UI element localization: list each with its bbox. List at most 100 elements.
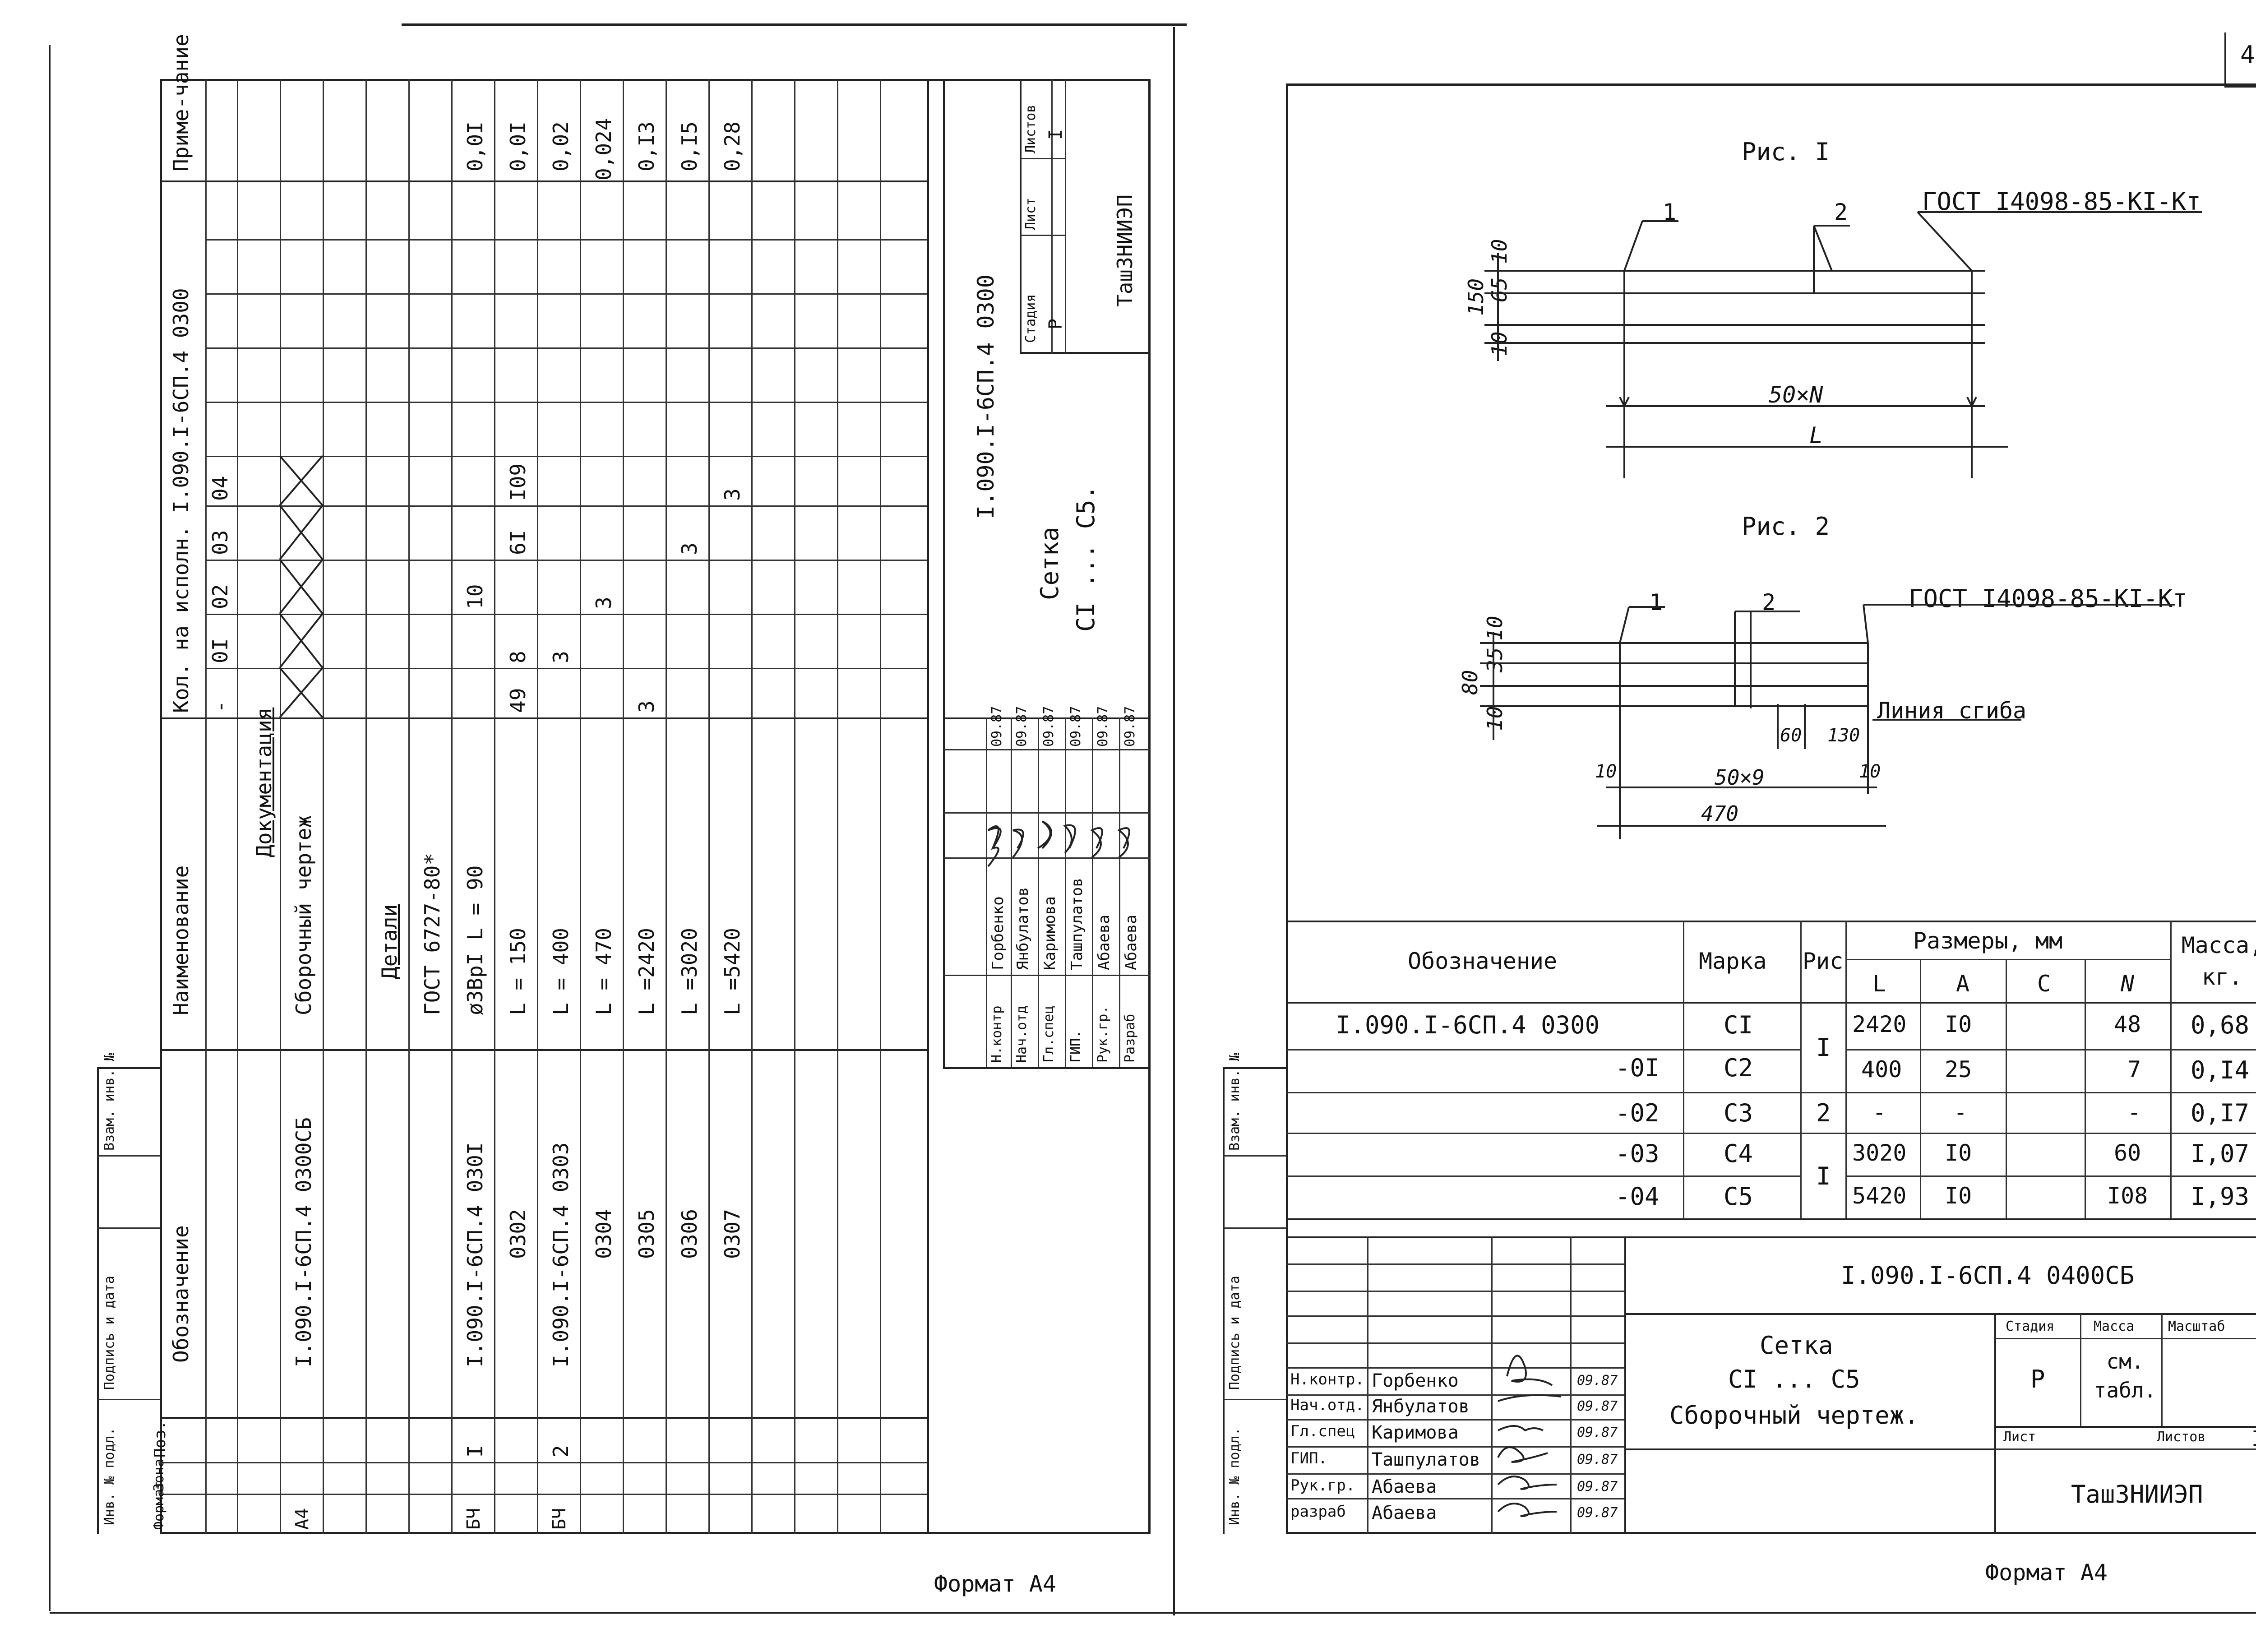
fig1-dim-10b: 10 — [1487, 331, 1512, 356]
row-note: 0,02 — [549, 121, 573, 171]
exec-3: 03 — [208, 530, 232, 555]
row-qty: 6I — [506, 530, 530, 555]
table-header-N: N — [2121, 971, 2135, 997]
right-title-doc: I.090.I-6СП.4 0400СБ — [1841, 1261, 2135, 1290]
signer-date: 09.87 — [989, 706, 1005, 747]
signer-role: Разраб — [1122, 1013, 1138, 1063]
left-stage-label: Стадия — [1023, 294, 1039, 343]
row-note: 0,024 — [592, 118, 616, 180]
right-org: ТашЗНИИЭП — [2071, 1480, 2203, 1509]
row-designation: 0307 — [720, 1209, 744, 1259]
row-format: А4 — [292, 1508, 313, 1530]
row-name: ГОСТ 6727-80* — [420, 852, 444, 1015]
right-mass: см. табл. — [2094, 1349, 2157, 1403]
signer-date: 09.87 — [1068, 706, 1084, 747]
row-designation: 0302 — [506, 1209, 530, 1259]
signer-role: ГИП. — [1290, 1449, 1327, 1467]
table-row-mass: 0,I4 — [2191, 1056, 2250, 1084]
table-header-designation: Обозначение — [1408, 948, 1558, 974]
table-row-mass: I,93 — [2191, 1182, 2250, 1211]
table-row-A: 25 — [1945, 1056, 1972, 1083]
table-row-mark: CI — [1724, 1011, 1753, 1039]
row-note: 0,0I — [506, 121, 530, 171]
table-row-mark: C5 — [1724, 1182, 1753, 1211]
header-note: Приме-чание — [169, 34, 193, 171]
table-row-L: 2420 — [1852, 1011, 1907, 1037]
side-stamp-2: Подпись и дата — [102, 1276, 117, 1390]
fig2-callout-2: 2 — [1762, 589, 1776, 615]
table-row-L: 5420 — [1852, 1183, 1907, 1209]
signer-date: 09.87 — [1577, 1452, 1618, 1467]
fig1-dim-50N: 50×N — [1769, 382, 1823, 408]
table-row-mass: I,07 — [2191, 1139, 2250, 1168]
left-subtitle: CI ... C5. — [1072, 485, 1100, 632]
side-stamp-3: Инв. № подл. — [102, 1427, 117, 1525]
table-row-L: 3020 — [1852, 1140, 1907, 1166]
header-name: Наименование — [169, 865, 193, 1015]
left-format-label: Формат А4 — [934, 1571, 1056, 1597]
signer-name: Абаева — [1122, 915, 1140, 970]
signer-role: разраб — [1290, 1503, 1346, 1521]
table-header-mass: Масса, кг. — [2181, 932, 2256, 990]
row-qty: 3 — [677, 542, 702, 555]
signer-date: 09.87 — [1577, 1425, 1618, 1440]
fig2-dim-80: 80 — [1458, 670, 1482, 695]
row-format: БЧ — [549, 1508, 570, 1530]
table-row-A: I0 — [1945, 1011, 1972, 1037]
left-stage: Р — [1045, 318, 1066, 329]
row-name: L =3020 — [677, 928, 702, 1015]
signer-name: Ташпулатов — [1068, 878, 1086, 970]
right-scale-label: Масштаб — [2168, 1319, 2225, 1334]
signer-name: Ташпулатов — [1372, 1449, 1480, 1470]
row-note: 0,I3 — [634, 121, 659, 171]
signer-name: Каримова — [1372, 1422, 1459, 1443]
table-row-A: I0 — [1945, 1140, 1972, 1166]
fig2-dim-60: 60 — [1780, 725, 1802, 746]
signer-date: 09.87 — [1577, 1479, 1618, 1495]
fig2-callout-1: 1 — [1649, 589, 1663, 615]
table-row-mark: C3 — [1724, 1099, 1753, 1127]
right-desc: Сборочный чертеж. — [1669, 1401, 1919, 1430]
table-row-mark: C2 — [1724, 1054, 1753, 1082]
fig1-dim-L: L — [1809, 422, 1823, 449]
fig1-callout-2: 2 — [1834, 199, 1848, 225]
table-row-A: - — [1954, 1099, 1968, 1125]
table-row-N: 48 — [2114, 1011, 2141, 1037]
signer-role: Нач.отд. — [1290, 1396, 1364, 1414]
table-row-L: - — [1872, 1099, 1886, 1125]
right-sheets: I — [2251, 1428, 2256, 1449]
row-qty: 10 — [463, 584, 487, 609]
table-header-A: A — [1956, 971, 1970, 997]
section-documentation: Документация — [252, 707, 276, 857]
table-row-L: 400 — [1861, 1056, 1902, 1083]
fig1-callout-1: 1 — [1663, 199, 1677, 225]
signer-date: 09.87 — [1014, 706, 1030, 747]
left-title-doc: I.090.I-6СП.4 0300 — [973, 274, 999, 519]
right-format-label: Формат А4 — [1985, 1559, 2108, 1586]
signer-date: 09.87 — [1577, 1505, 1618, 1521]
fig2-dim-10c: 10 — [1595, 761, 1617, 782]
signer-role: Гл.спец — [1290, 1422, 1355, 1440]
signer-name: Янбулатов — [1372, 1396, 1470, 1417]
row-name: L = 470 — [592, 928, 616, 1015]
table-row-designation: -03 — [1615, 1139, 1660, 1168]
fig2-dim-130: 130 — [1827, 725, 1860, 746]
row-designation: I.090.I-6СП.4 030I — [463, 1142, 487, 1368]
row-qty: 49 — [506, 688, 530, 713]
table-row-designation: I.090.I-6СП.4 0300 — [1336, 1011, 1600, 1039]
table-row-designation: -02 — [1615, 1099, 1660, 1127]
side-stamp-1: Взам. инв. № — [1227, 1053, 1243, 1151]
row-qty: 3 — [634, 700, 659, 713]
signer-role: Н.контр — [989, 1005, 1005, 1063]
left-sheets: I — [1045, 129, 1066, 140]
fig1-dim-65: 65 — [1487, 277, 1512, 302]
table-row-mass: 0,68 — [2191, 1011, 2250, 1039]
table-row-A: I0 — [1945, 1183, 1972, 1209]
fig1-dim-10a: 10 — [1487, 239, 1512, 264]
exec-0: - — [208, 700, 232, 713]
right-sheets-label: Листов — [2157, 1429, 2206, 1445]
row-note: 0,28 — [720, 121, 744, 171]
fig2-dim-470: 470 — [1701, 801, 1739, 826]
signer-name: Янбулатов — [1014, 887, 1032, 970]
